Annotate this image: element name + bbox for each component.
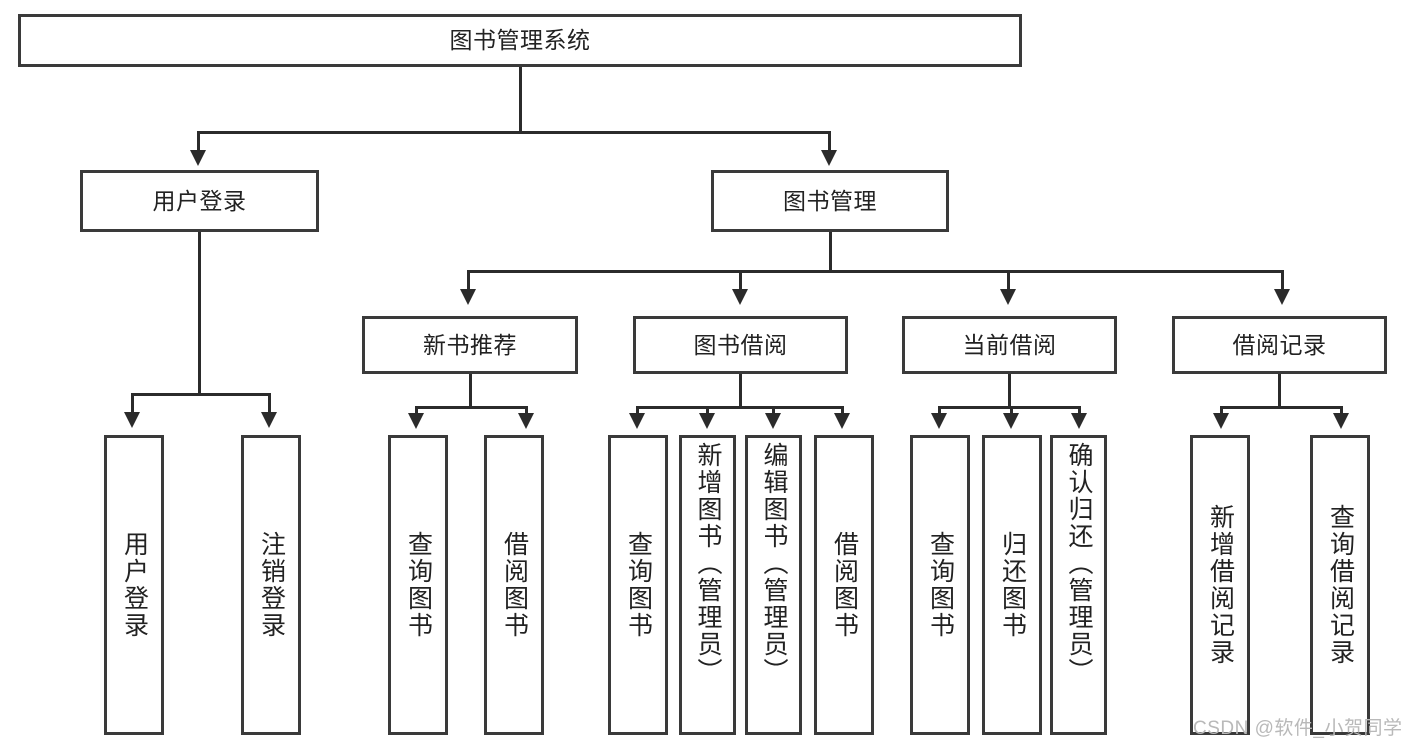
connector-bm-drop-2: [739, 270, 742, 290]
connector-br-bar: [1220, 406, 1340, 409]
node-leaf-borrow-book-1-label: 借阅图书: [500, 531, 529, 639]
arrow-nbr-to-leaf-2: [518, 413, 534, 429]
connector-bm-drop-1: [467, 270, 470, 290]
node-leaf-query-book-3[interactable]: 查询图书: [910, 435, 970, 735]
arrow-bb-to-leaf-3: [765, 413, 781, 429]
node-leaf-borrow-book-2[interactable]: 借阅图书: [814, 435, 874, 735]
node-leaf-query-borrow-record-label: 查询借阅记录: [1326, 504, 1355, 666]
connector-root-to-book-management: [828, 131, 831, 151]
node-leaf-query-book-1[interactable]: 查询图书: [388, 435, 448, 735]
watermark-text: CSDN @软件_小贺同学: [1193, 718, 1403, 739]
connector-user-login-bar: [131, 393, 268, 396]
connector-user-login-drop-2: [268, 393, 271, 413]
arrow-nbr-to-leaf-1: [408, 413, 424, 429]
node-leaf-edit-book-admin[interactable]: 编辑图书（管理员）: [745, 435, 802, 735]
connector-br-drop-2: [1340, 406, 1343, 414]
node-leaf-borrow-book-2-label: 借阅图书: [830, 531, 859, 639]
node-root[interactable]: 图书管理系统: [18, 14, 1022, 67]
node-borrow-record[interactable]: 借阅记录: [1172, 316, 1387, 374]
arrow-cb-to-leaf-3: [1071, 413, 1087, 429]
node-book-borrow-label: 图书借阅: [693, 331, 788, 358]
node-new-book-recommend[interactable]: 新书推荐: [362, 316, 578, 374]
node-current-borrow[interactable]: 当前借阅: [902, 316, 1117, 374]
connector-book-management-stem: [829, 232, 832, 270]
connector-bb-drop-3: [772, 406, 775, 414]
arrow-bb-to-leaf-2: [699, 413, 715, 429]
node-leaf-query-book-1-label: 查询图书: [404, 531, 433, 639]
node-leaf-user-login-label: 用户登录: [120, 531, 149, 639]
connector-root-bar: [197, 131, 831, 134]
connector-bb-drop-4: [841, 406, 844, 414]
arrow-user-login-to-leaf-1: [124, 412, 140, 428]
connector-bb-drop-2: [706, 406, 709, 414]
node-leaf-return-book[interactable]: 归还图书: [982, 435, 1042, 735]
arrow-bm-to-current-borrow: [1000, 289, 1016, 305]
node-borrow-record-label: 借阅记录: [1232, 331, 1327, 358]
connector-user-login-stem: [198, 232, 201, 393]
node-user-login-label: 用户登录: [152, 187, 247, 214]
arrow-bm-to-book-borrow: [732, 289, 748, 305]
connector-nbr-bar: [415, 406, 525, 409]
connector-bb-bar: [636, 406, 844, 409]
node-leaf-add-book-admin[interactable]: 新增图书（管理员）: [679, 435, 736, 735]
connector-br-drop-1: [1220, 406, 1223, 414]
connector-nbr-drop-1: [415, 406, 418, 414]
node-current-borrow-label: 当前借阅: [962, 331, 1057, 358]
node-new-book-recommend-label: 新书推荐: [423, 331, 517, 358]
arrow-br-to-leaf-1: [1213, 413, 1229, 429]
node-leaf-confirm-return-admin[interactable]: 确认归还（管理员）: [1050, 435, 1107, 735]
node-leaf-borrow-book-1[interactable]: 借阅图书: [484, 435, 544, 735]
arrow-cb-to-leaf-2: [1003, 413, 1019, 429]
node-leaf-query-borrow-record[interactable]: 查询借阅记录: [1310, 435, 1370, 735]
connector-book-management-bar: [467, 270, 1284, 273]
connector-root-stem: [519, 67, 522, 131]
arrow-user-login-to-leaf-2: [261, 412, 277, 428]
connector-user-login-drop-1: [131, 393, 134, 413]
connector-cb-drop-2: [1010, 406, 1013, 414]
node-leaf-query-book-3-label: 查询图书: [926, 531, 955, 639]
node-book-borrow[interactable]: 图书借阅: [633, 316, 848, 374]
connector-bb-drop-1: [636, 406, 639, 414]
connector-br-stem: [1278, 374, 1281, 406]
node-leaf-logout-login-label: 注销登录: [257, 531, 286, 639]
node-book-management[interactable]: 图书管理: [711, 170, 949, 232]
arrow-bb-to-leaf-1: [629, 413, 645, 429]
node-book-management-label: 图书管理: [783, 187, 877, 214]
arrow-bm-to-new-book-recommend: [460, 289, 476, 305]
arrow-br-to-leaf-2: [1333, 413, 1349, 429]
node-root-label: 图书管理系统: [449, 27, 591, 54]
arrow-root-to-book-management: [821, 150, 837, 166]
node-leaf-user-login[interactable]: 用户登录: [104, 435, 164, 735]
connector-nbr-stem: [469, 374, 472, 406]
connector-root-to-user-login: [197, 131, 200, 151]
connector-bb-stem: [739, 374, 742, 406]
node-leaf-add-borrow-record-label: 新增借阅记录: [1206, 504, 1235, 666]
connector-cb-drop-1: [938, 406, 941, 414]
node-leaf-logout-login[interactable]: 注销登录: [241, 435, 301, 735]
node-leaf-edit-book-admin-label: 编辑图书（管理员）: [760, 442, 788, 685]
connector-bm-drop-4: [1281, 270, 1284, 290]
connector-cb-drop-3: [1078, 406, 1081, 414]
arrow-bm-to-borrow-record: [1274, 289, 1290, 305]
node-leaf-confirm-return-admin-label: 确认归还（管理员）: [1065, 442, 1093, 685]
node-leaf-add-book-admin-label: 新增图书（管理员）: [694, 442, 722, 685]
connector-cb-bar: [938, 406, 1078, 409]
node-leaf-add-borrow-record[interactable]: 新增借阅记录: [1190, 435, 1250, 735]
connector-bm-drop-3: [1007, 270, 1010, 290]
node-user-login[interactable]: 用户登录: [80, 170, 319, 232]
connector-nbr-drop-2: [525, 406, 528, 414]
node-leaf-query-book-2-label: 查询图书: [624, 531, 653, 639]
arrow-root-to-user-login: [190, 150, 206, 166]
arrow-cb-to-leaf-1: [931, 413, 947, 429]
connector-cb-stem: [1008, 374, 1011, 406]
arrow-bb-to-leaf-4: [834, 413, 850, 429]
node-leaf-query-book-2[interactable]: 查询图书: [608, 435, 668, 735]
node-leaf-return-book-label: 归还图书: [998, 531, 1027, 639]
